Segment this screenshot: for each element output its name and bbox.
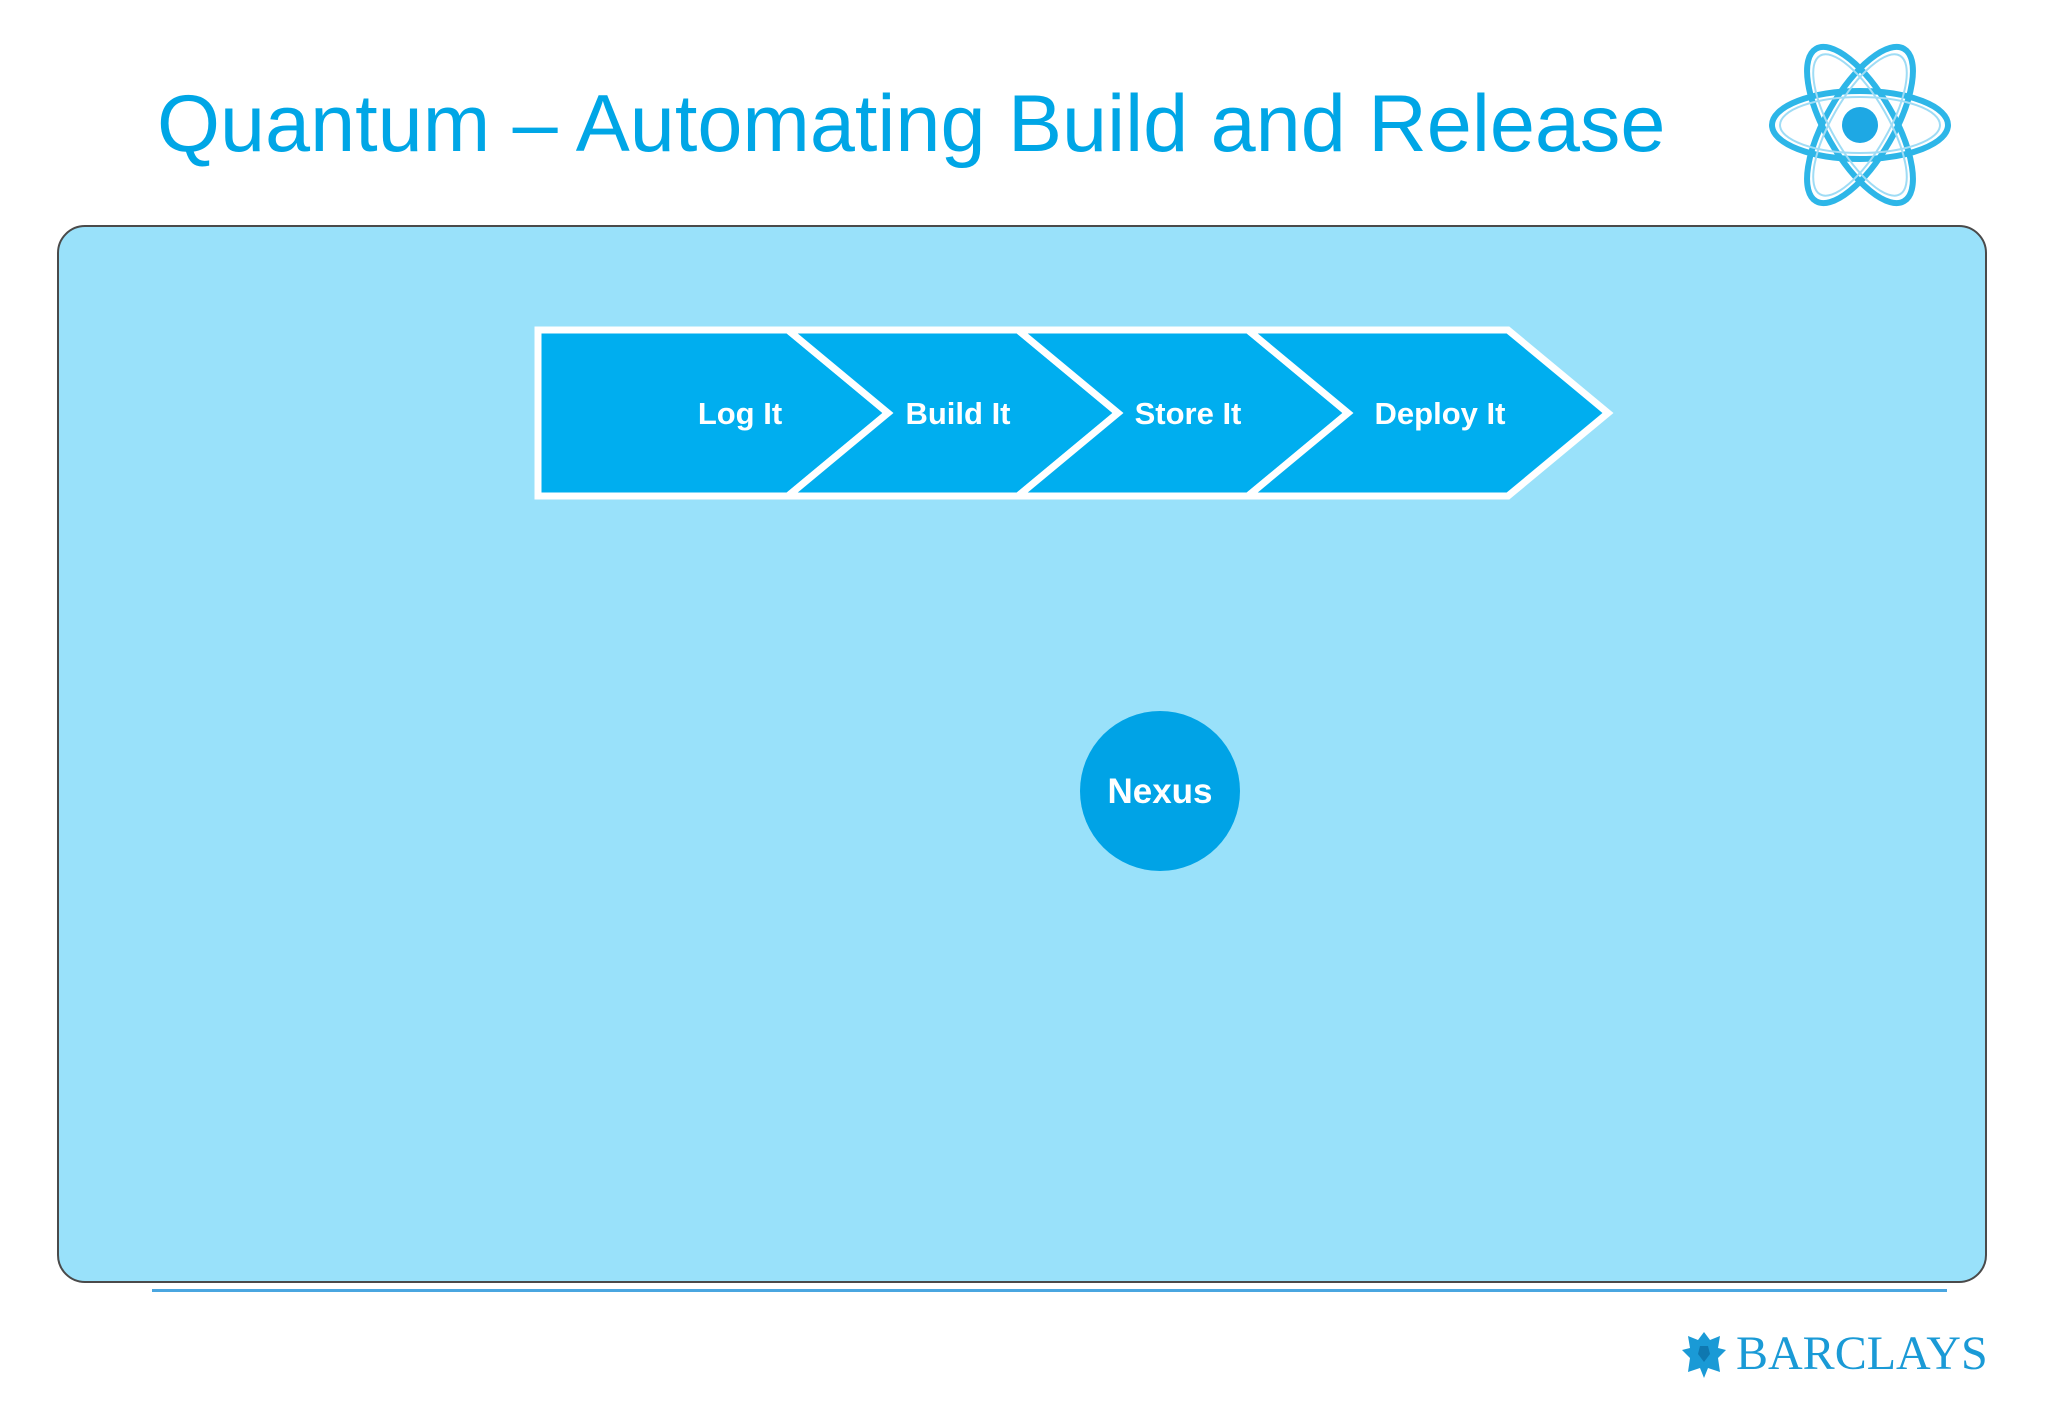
logo-text: BARCLAYS: [1736, 1327, 1988, 1380]
nexus-node: [1080, 711, 1240, 871]
slide-title: Quantum – Automating Build and Release: [157, 79, 1666, 169]
chevron-step-label: Store It: [1135, 396, 1242, 431]
barclays-logo: BARCLAYS: [1678, 1326, 1988, 1382]
chevron-step-4: [1238, 326, 1614, 500]
footer-rule: [152, 1289, 1947, 1292]
eagle-icon: [1682, 1332, 1726, 1378]
chevron-step-label: Log It: [698, 396, 782, 431]
atom-icon: [1769, 43, 1951, 207]
nexus-label: Nexus: [1107, 772, 1212, 811]
chevron-step-label: Deploy It: [1375, 396, 1506, 431]
chevron-step-label: Build It: [905, 396, 1010, 431]
